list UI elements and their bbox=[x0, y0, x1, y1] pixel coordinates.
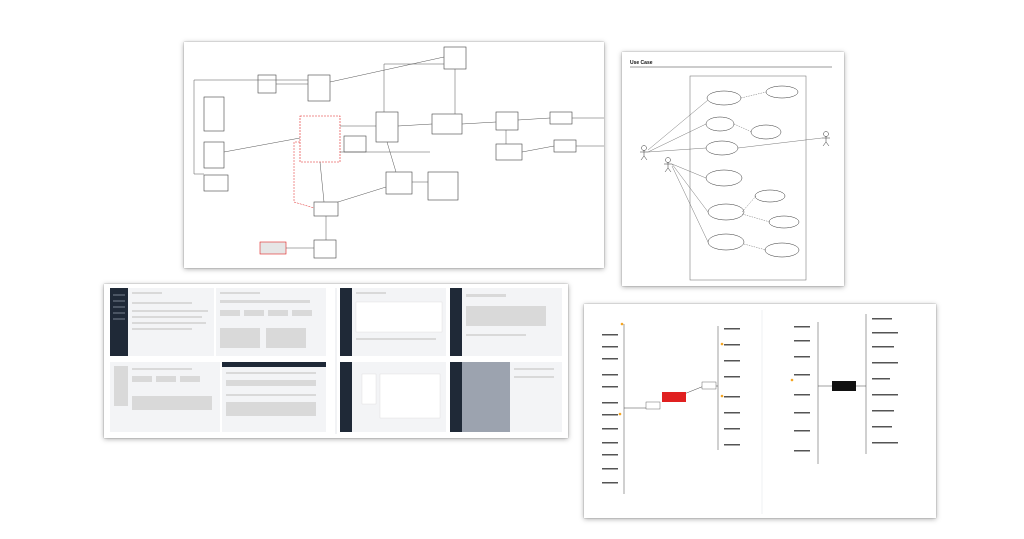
use-case-title: Use Case bbox=[630, 60, 653, 66]
actor-center bbox=[664, 157, 672, 173]
class-box bbox=[203, 174, 229, 192]
mindmap-center-node-right bbox=[832, 381, 856, 391]
use-case-ellipse bbox=[750, 124, 782, 140]
class-box bbox=[385, 171, 413, 195]
use-case-ellipse bbox=[707, 233, 745, 251]
class-box bbox=[553, 139, 577, 153]
class-box bbox=[431, 113, 463, 135]
system-boundary bbox=[689, 75, 807, 281]
class-box bbox=[203, 141, 225, 169]
use-case-ellipse bbox=[705, 169, 743, 187]
use-case-ellipse bbox=[764, 242, 800, 258]
use-case-ellipse bbox=[765, 85, 799, 99]
class-box bbox=[427, 171, 459, 201]
use-case-ellipse bbox=[768, 215, 800, 229]
mindmap-branch-node bbox=[701, 381, 717, 390]
class-box bbox=[259, 241, 287, 255]
class-box bbox=[443, 46, 467, 70]
class-box bbox=[313, 239, 337, 259]
class-box bbox=[549, 111, 573, 125]
actor-left bbox=[640, 145, 648, 161]
mindmap-center-node-left bbox=[662, 392, 686, 402]
use-case-ellipse bbox=[754, 189, 786, 203]
use-case-thumbnail[interactable]: Use Case bbox=[622, 52, 844, 286]
class-box bbox=[307, 74, 331, 102]
class-box bbox=[313, 201, 339, 217]
class-box bbox=[495, 111, 519, 131]
class-box bbox=[495, 143, 523, 161]
mindmap-thumbnail[interactable] bbox=[584, 304, 936, 518]
use-case-canvas: Use Case bbox=[630, 60, 832, 281]
class-box bbox=[203, 96, 225, 132]
mindmap-canvas bbox=[602, 310, 898, 514]
use-case-ellipse bbox=[705, 116, 735, 132]
mindmap-branch-node bbox=[645, 401, 661, 410]
wireframes-thumbnail[interactable] bbox=[104, 284, 568, 438]
class-diagram-thumbnail[interactable] bbox=[184, 42, 604, 268]
use-case-ellipse bbox=[707, 203, 745, 221]
use-case-ellipse bbox=[705, 140, 739, 156]
class-box bbox=[299, 115, 341, 163]
wire-sidebar bbox=[110, 288, 128, 356]
class-diagram-canvas bbox=[193, 46, 604, 259]
class-box bbox=[257, 74, 277, 94]
actor-right bbox=[822, 131, 830, 147]
use-case-ellipse bbox=[706, 90, 742, 106]
class-box bbox=[375, 111, 399, 143]
class-box bbox=[343, 135, 367, 153]
wireframes-canvas bbox=[110, 288, 562, 434]
